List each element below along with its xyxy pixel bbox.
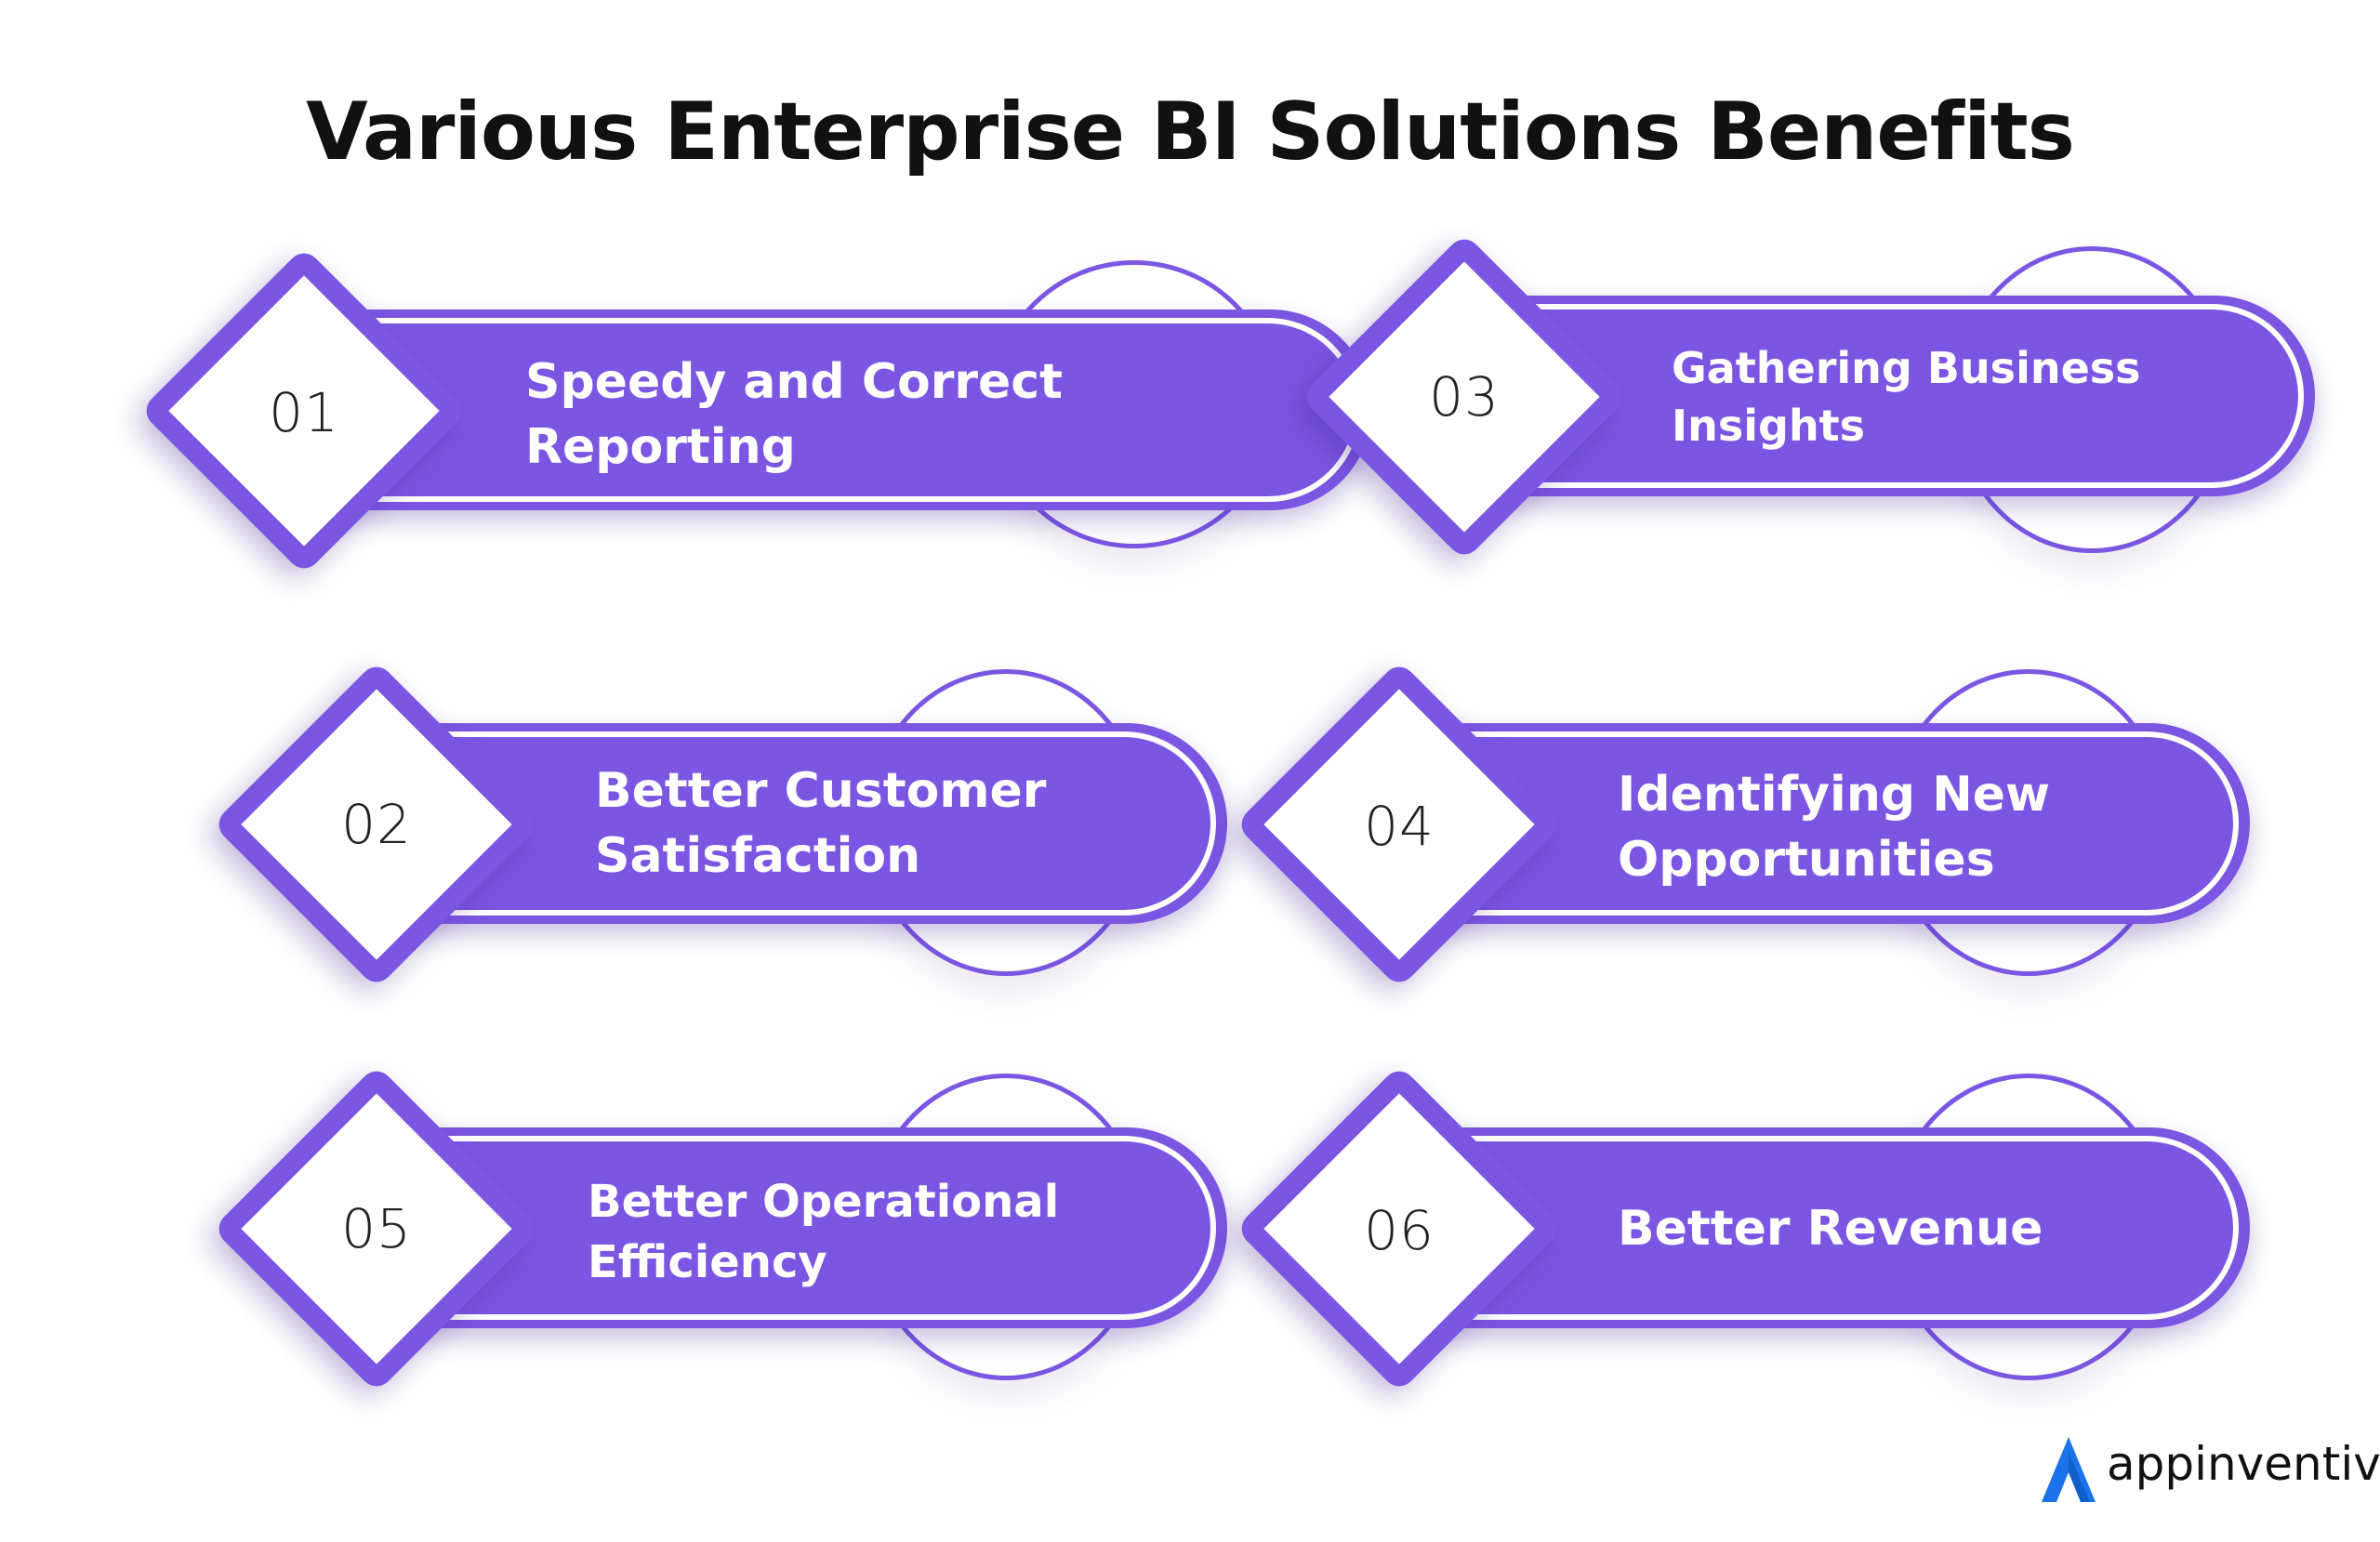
benefit-label: Better Customer Satisfaction — [595, 758, 1046, 889]
benefit-card-06: Better Revenue 06 — [1235, 1064, 2250, 1399]
appinventiv-logo: appinventiv — [2036, 1431, 2380, 1506]
benefit-label-line2: Satisfaction — [595, 828, 921, 885]
benefit-band — [298, 310, 1371, 510]
benefit-label-line1: Better Operational — [588, 1176, 1060, 1228]
benefit-label-line2: Insights — [1672, 401, 1866, 452]
benefit-label-line2: Opportunities — [1618, 832, 1995, 889]
benefit-label-line2: Reporting — [525, 419, 796, 476]
benefit-number: 02 — [341, 793, 412, 856]
benefit-label-line1: Better Revenue — [1618, 1201, 2043, 1257]
benefit-label: Better Revenue — [1618, 1196, 2043, 1261]
benefit-card-05: Better Operational Efficiency 05 — [212, 1064, 1227, 1399]
band-outline — [1395, 1136, 2239, 1320]
benefit-number: 01 — [269, 381, 339, 444]
benefit-label-line1: Speedy and Correct — [525, 354, 1063, 410]
benefit-label-line1: Identifying New — [1618, 767, 2051, 823]
benefit-label-line1: Better Customer — [595, 763, 1047, 819]
benefit-card-03: Gathering Business Insights 03 — [1300, 232, 2315, 572]
benefit-label: Speedy and Correct Reporting — [525, 349, 1063, 480]
benefit-label-line1: Gathering Business — [1672, 343, 2141, 393]
band-outline — [372, 1136, 1216, 1320]
benefit-card-02: Better Customer Satisfaction 02 — [212, 660, 1227, 995]
benefit-label: Better Operational Efficiency — [588, 1172, 1059, 1293]
benefit-number: 05 — [341, 1197, 412, 1260]
benefit-label-line2: Efficiency — [588, 1235, 827, 1288]
benefit-number: 03 — [1429, 365, 1500, 428]
benefit-number: 06 — [1364, 1199, 1435, 1262]
benefit-card-01: Speedy and Correct Reporting 01 — [139, 246, 1371, 586]
benefit-card-04: Identifying New Opportunities 04 — [1235, 660, 2250, 995]
benefit-label: Identifying New Opportunities — [1618, 762, 2050, 892]
appinventiv-a-icon — [2042, 1437, 2096, 1502]
band-outline — [1395, 731, 2239, 916]
band-outline — [372, 731, 1216, 916]
benefit-number: 04 — [1364, 795, 1435, 858]
band-outline — [1460, 304, 2304, 488]
benefit-label: Gathering Business Insights — [1672, 339, 2141, 455]
page-title: Various Enterprise BI Solutions Benefits — [306, 86, 2075, 178]
logo-wordmark: appinventiv — [2107, 1437, 2380, 1491]
